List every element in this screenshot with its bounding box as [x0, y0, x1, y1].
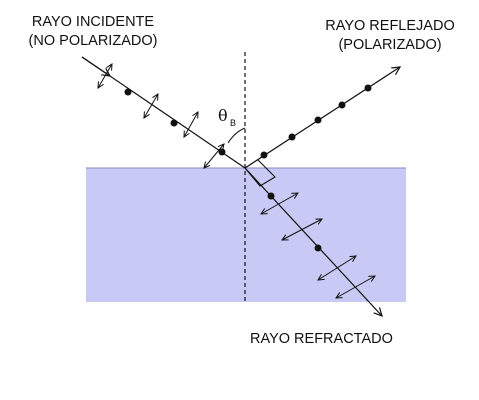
incident-label-line2: (NO POLARIZADO)	[28, 33, 158, 49]
incident-ray-label: RAYO INCIDENTE (NO POLARIZADO)	[18, 13, 168, 51]
incident-double-arrow-2	[144, 94, 158, 118]
incident-dot-1	[124, 88, 132, 96]
refracted-dot-1	[267, 192, 275, 200]
angle-subscript-b: B	[230, 118, 236, 128]
brewster-angle-arc	[227, 127, 246, 144]
refracted-ray-label: RAYO REFRACTADO	[250, 331, 393, 347]
incident-double-arrow-3	[184, 112, 198, 137]
refractive-medium	[86, 168, 406, 302]
incident-label-line1: RAYO INCIDENTE	[31, 14, 155, 30]
reflected-ray	[244, 67, 400, 169]
refracted-double-arrow-4	[336, 276, 375, 298]
incident-dot-2	[170, 119, 178, 127]
angle-theta-symbol: θ	[218, 106, 228, 125]
refracted-double-arrow-2	[282, 219, 322, 240]
right-angle-marker	[244, 159, 276, 187]
refracted-dot-2	[314, 244, 322, 252]
reflected-label-line1: RAYO REFLEJADO	[325, 18, 455, 34]
reflected-ray-label: RAYO REFLEJADO (POLARIZADO)	[310, 17, 470, 55]
reflected-label-line2: (POLARIZADO)	[338, 37, 442, 53]
refracted-double-arrow-1	[261, 193, 298, 214]
incident-double-arrow-4	[204, 144, 224, 168]
incident-double-arrow-1	[98, 64, 112, 88]
reflected-dot-3	[314, 116, 322, 124]
refracted-double-arrow-3	[318, 256, 356, 280]
incident-ray-arrowhead	[81, 56, 110, 76]
reflected-dot-1	[260, 151, 268, 159]
reflected-dot-4	[338, 101, 346, 109]
reflected-dot-2	[288, 133, 296, 141]
reflected-dot-5	[364, 84, 372, 92]
